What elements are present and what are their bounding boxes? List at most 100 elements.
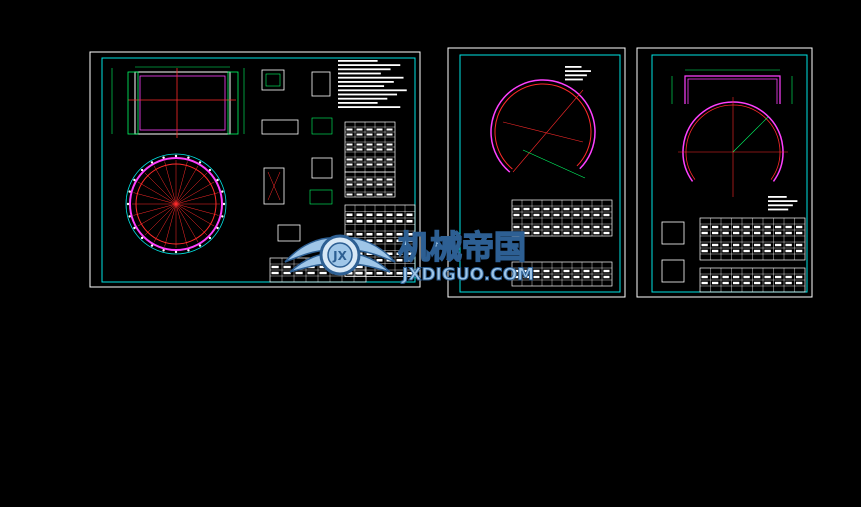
table-cell-text <box>356 128 363 131</box>
arc-outer <box>490 79 596 173</box>
table-cell-text <box>366 143 373 146</box>
center-line <box>502 121 584 143</box>
table-cell-text <box>356 213 363 217</box>
note-line <box>338 97 388 100</box>
note-line <box>338 89 407 92</box>
table-cell-text <box>583 269 590 273</box>
table-cell-text <box>712 225 719 229</box>
table-cell-text <box>396 239 403 243</box>
table-cell-text <box>376 133 383 136</box>
table-cell-text <box>573 231 580 235</box>
table-cell-text <box>513 225 520 229</box>
bolt-hole <box>150 161 154 164</box>
table-cell-text <box>573 225 580 229</box>
table-cell-text <box>733 225 740 229</box>
bolt-hole <box>128 190 131 193</box>
bolt-hole <box>174 154 178 158</box>
sheet-2-notes <box>565 66 591 81</box>
table-cell-text <box>754 281 761 285</box>
note-line <box>338 81 394 83</box>
table-cell-text <box>355 265 363 269</box>
table-cell-text <box>376 163 383 166</box>
table-cell-text <box>386 232 393 236</box>
table-cell-text <box>603 269 610 273</box>
table-cell-text <box>563 231 570 235</box>
table-cell-text <box>796 231 803 235</box>
table-cell-text <box>603 225 610 229</box>
table-cell-text <box>603 213 610 217</box>
watermark-logo: JX 机械帝国 JXDIGUO.COM <box>284 227 535 286</box>
table-cell-text <box>785 231 792 235</box>
table-cell-text <box>533 207 540 211</box>
bolt-hole <box>174 250 178 254</box>
table-cell-text <box>785 243 792 247</box>
radial-line <box>175 181 215 205</box>
note-line <box>338 93 398 96</box>
table-cell-text <box>764 275 771 279</box>
bolt-hole <box>198 244 202 247</box>
table-cell-text <box>386 158 393 161</box>
table-cell-text <box>785 281 792 285</box>
bolt-hole <box>150 244 154 247</box>
table-cell-text <box>701 249 708 253</box>
table-cell-text <box>754 243 761 247</box>
table-cell-text <box>603 275 610 279</box>
table-cell-text <box>376 258 383 262</box>
table-cell-text <box>523 269 530 273</box>
table-cell-text <box>396 271 403 275</box>
table-cell-text <box>754 249 761 253</box>
table-cell-text <box>406 219 413 223</box>
table-cell-text <box>543 231 550 235</box>
bolt-hole <box>133 226 136 230</box>
table-cell-text <box>785 249 792 253</box>
bolt-hole <box>128 215 131 218</box>
table-cell-text <box>523 275 530 279</box>
emblem-text: JX <box>332 249 347 263</box>
bolt-hole <box>216 178 219 182</box>
table-cell-text <box>764 231 771 235</box>
table-cell-text <box>712 281 719 285</box>
note-line <box>338 68 391 71</box>
table-cell-text <box>406 258 413 262</box>
table-cell-text <box>553 207 560 211</box>
table-cell-text <box>346 158 353 161</box>
dimension-line <box>522 149 586 179</box>
table-cell-text <box>523 231 530 235</box>
table-cell-text <box>573 213 580 217</box>
radial-line <box>175 203 219 216</box>
table-cell-text <box>366 271 373 275</box>
note-line <box>768 200 798 202</box>
table-cell-text <box>376 183 383 186</box>
table-cell-text <box>775 243 782 247</box>
top-view-ring <box>125 153 227 255</box>
table-cell-text <box>376 239 383 243</box>
table-cell-text <box>386 219 393 223</box>
table-cell-text <box>775 249 782 253</box>
table-cell-text <box>356 178 363 181</box>
table-cell-text <box>543 269 550 273</box>
bolt-hole <box>133 178 136 182</box>
table-cell-text <box>376 158 383 161</box>
ring-outer <box>125 153 227 255</box>
table-cell-text <box>386 213 393 217</box>
table-cell-text <box>376 128 383 131</box>
table-cell-text <box>764 281 771 285</box>
table-cell-text <box>543 207 550 211</box>
table-cell-text <box>396 232 403 236</box>
note-line <box>565 74 587 77</box>
table-cell-text <box>386 193 393 196</box>
table-cell-text <box>563 269 570 273</box>
front-view <box>111 66 245 138</box>
table-cell-text <box>722 243 729 247</box>
bolt-hole <box>208 236 212 240</box>
table-cell-text <box>366 252 373 256</box>
table-cell-text <box>406 232 413 236</box>
table-cell-text <box>406 271 413 275</box>
table-cell-text <box>553 269 560 273</box>
table-cell-text <box>406 239 413 243</box>
sheet-2-title-block <box>511 199 613 287</box>
note-line <box>338 102 378 104</box>
note-line <box>565 66 582 68</box>
table-cell-text <box>283 271 291 275</box>
